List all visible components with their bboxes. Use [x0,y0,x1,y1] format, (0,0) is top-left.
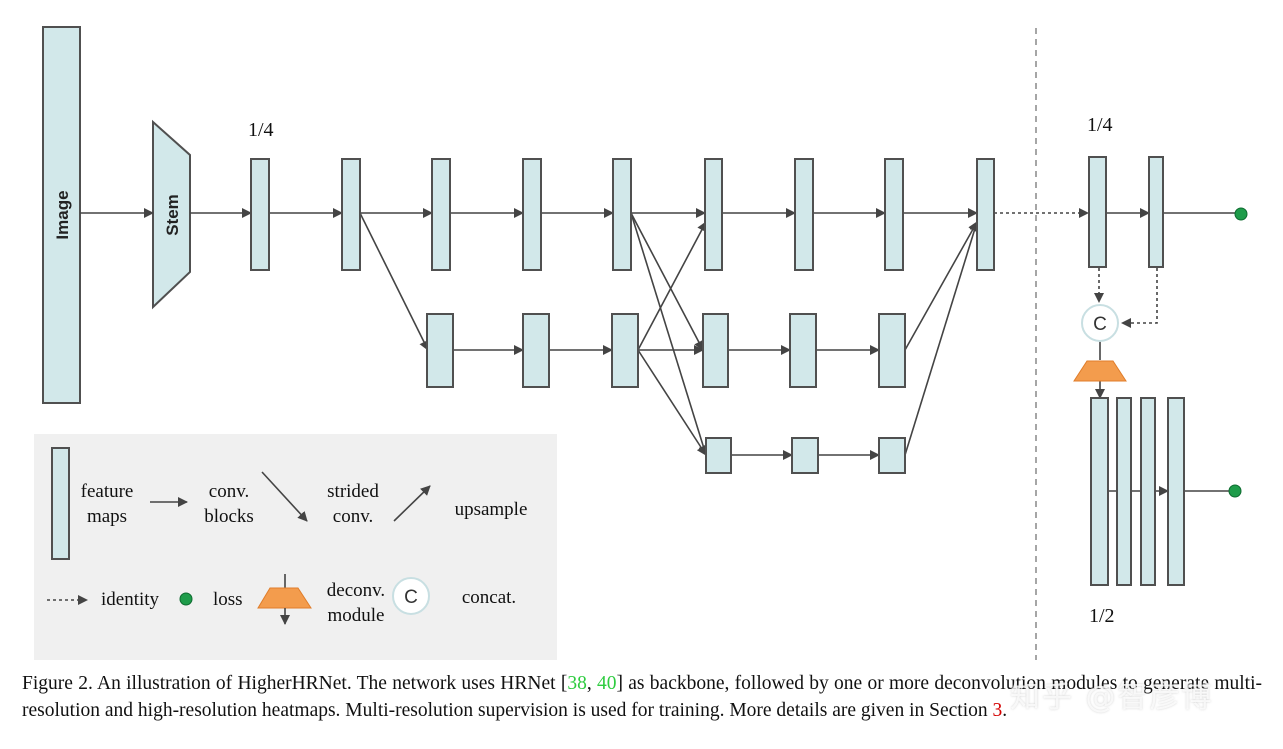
image-input-block [42,26,81,404]
feature-map [522,158,542,271]
feature-map [1116,397,1132,586]
legend-deconv-line2: module [328,605,385,626]
legend-concat-symbol: C [404,587,418,608]
legend-concat-circle [392,577,430,615]
legend-upsample: upsample [455,499,528,520]
legend-loss-dot [179,592,193,606]
legend-identity: identity [101,589,160,610]
concat-node [1081,304,1119,342]
feature-map [878,313,906,388]
feature-map [250,158,270,271]
loss-dot [1234,207,1248,221]
figure-caption: Figure 2. An illustration of HigherHRNet… [22,673,1262,721]
legend-strided-arrow [261,471,308,522]
feature-maps [250,156,1185,586]
feature-map [611,313,639,388]
legend-deconv-swatch [257,587,312,609]
scale-label-half: 1/2 [1089,605,1115,627]
legend-upsample-arrow [393,485,431,522]
stem-label: Stem [163,194,182,236]
scale-label-quarter: 1/4 [248,119,274,141]
feature-map [705,437,732,474]
legend-strided-line1: strided [327,481,379,502]
feature-map [794,158,814,271]
legend-feature-map-swatch [51,447,70,560]
connections [80,208,1236,496]
legend-loss: loss [213,589,243,610]
loss-dot [1228,484,1242,498]
deconv-module [1073,360,1127,382]
feature-map [791,437,819,474]
feature-map [612,158,632,271]
watermark: 知乎 @智彦博 [1010,680,1214,715]
legend-conv-blocks-line1: conv. [209,481,249,502]
legend-conv-blocks-line2: blocks [204,506,254,527]
concat-symbol: C [1093,314,1107,335]
stem-block [152,119,191,310]
feature-map [789,313,817,388]
legend-concat: concat. [462,587,516,608]
feature-map [878,437,906,474]
feature-map [704,158,723,271]
legend-deconv-line1: deconv. [327,580,385,601]
citation-link[interactable]: 38 [567,673,587,694]
feature-map [884,158,904,271]
feature-map [702,313,729,388]
feature-map [1167,397,1185,586]
feature-map [1140,397,1156,586]
legend-panel [34,434,557,660]
feature-map [1148,156,1164,268]
feature-map [426,313,454,388]
scale-label-quarter-right: 1/4 [1087,114,1113,136]
feature-map [341,158,361,271]
feature-map [522,313,550,388]
section-link[interactable]: 3 [992,700,1003,721]
image-label: Image [53,190,72,239]
legend-strided-line2: conv. [333,506,373,527]
legend-feature-maps-line2: maps [87,506,127,527]
higherhrnet-diagram: Image Stem 1/4 1/4 1/2 [34,26,1248,660]
feature-map [1090,397,1109,586]
feature-map [1088,156,1107,268]
legend-feature-maps-line1: feature [81,481,134,502]
citation-link[interactable]: 40 [596,673,617,694]
feature-map [976,158,995,271]
feature-map [431,158,451,271]
